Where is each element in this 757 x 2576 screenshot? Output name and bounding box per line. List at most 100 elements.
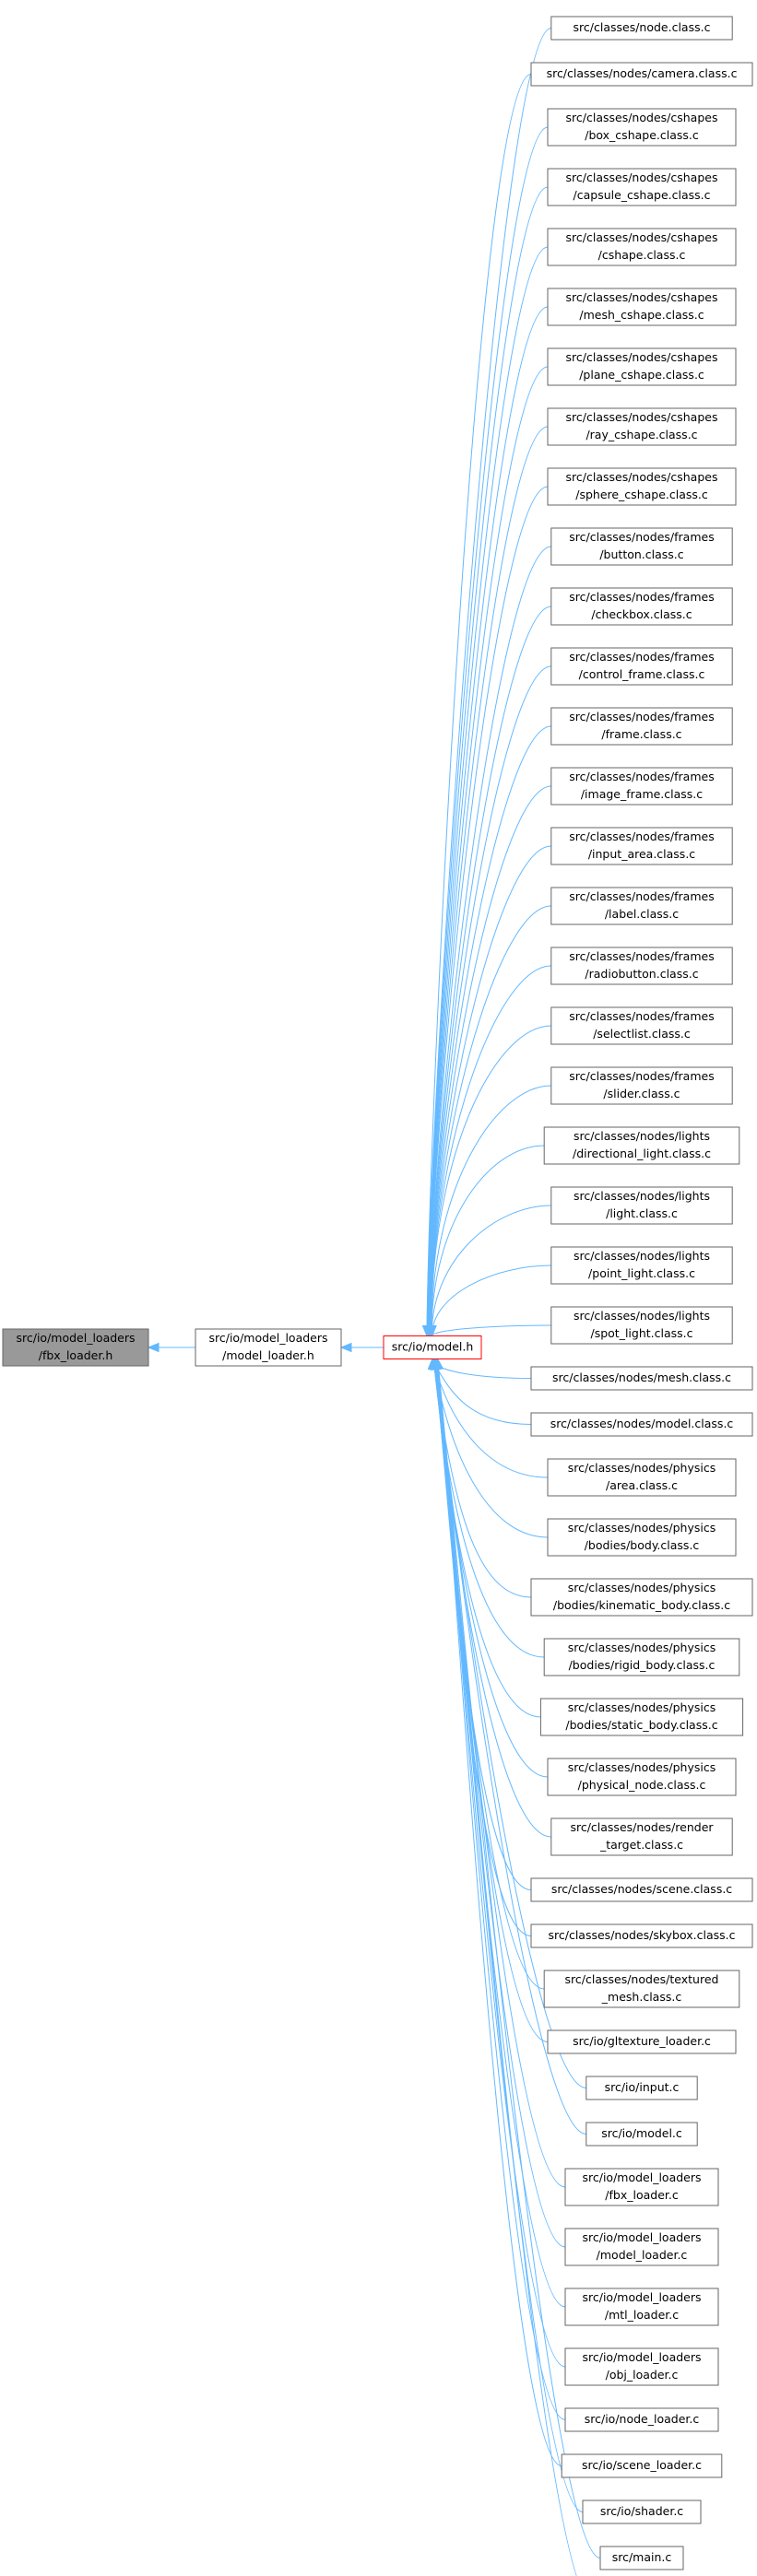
dependent-src-classes-nodes-textured-mesh-class-c-label: src/classes/nodes/textured: [565, 1972, 719, 1986]
dependent-src-classes-nodes-mesh-class-c[interactable]: src/classes/nodes/mesh.class.c: [530, 1366, 753, 1391]
dependent-src-io-node-loader-c[interactable]: src/io/node_loader.c: [564, 2407, 719, 2432]
dependent-src-classes-nodes-frames-slider-class-c[interactable]: src/classes/nodes/frames/slider.class.c: [550, 1066, 733, 1105]
dependent-src-io-shader-c[interactable]: src/io/shader.c: [582, 2500, 702, 2524]
dependent-src-io-input-c[interactable]: src/io/input.c: [585, 2076, 698, 2100]
dependent-src-classes-nodes-cshapes-box-cshape-class-c-box: [547, 108, 737, 147]
dependent-src-classes-nodes-lights-spot-light-class-c[interactable]: src/classes/nodes/lights/spot_light.clas…: [550, 1306, 733, 1345]
dependent-src-main-c-label: src/main.c: [612, 2550, 672, 2564]
dependent-src-io-model-loaders-obj-loader-c[interactable]: src/io/model_loaders/obj_loader.c: [564, 2347, 719, 2386]
dependent-src-classes-nodes-physics-area-class-c-label: /area.class.c: [606, 1478, 678, 1492]
dependent-src-classes-nodes-frames-radiobutton-class-c-label: /radiobutton.class.c: [585, 967, 698, 981]
node-model-loader-h-box: [195, 1328, 342, 1367]
dependent-src-classes-nodes-physics-area-class-c-box: [547, 1458, 737, 1497]
dependent-src-classes-nodes-cshapes-plane-cshape-class-c-label: /plane_cshape.class.c: [579, 368, 704, 382]
dependent-src-io-model-loaders-model-loader-c-box: [564, 2228, 719, 2266]
dependent-src-classes-nodes-cshapes-cshape-class-c[interactable]: src/classes/nodes/cshapes/cshape.class.c: [547, 228, 737, 266]
dependent-src-classes-nodes-physics-bodies-static-body-class-c[interactable]: src/classes/nodes/physics/bodies/static_…: [539, 1698, 744, 1736]
dependent-src-io-model-loaders-mtl-loader-c[interactable]: src/io/model_loaders/mtl_loader.c: [564, 2288, 719, 2326]
dependent-src-io-gltexture-loader-c-box: [547, 2029, 737, 2054]
dependent-src-classes-nodes-cshapes-sphere-cshape-class-c[interactable]: src/classes/nodes/cshapes/sphere_cshape.…: [547, 467, 737, 506]
dependent-src-classes-nodes-skybox-class-c[interactable]: src/classes/nodes/skybox.class.c: [530, 1923, 753, 1948]
dependent-src-classes-nodes-frames-label-class-c-label: src/classes/nodes/frames: [569, 889, 714, 903]
dependent-src-io-gltexture-loader-c[interactable]: src/io/gltexture_loader.c: [547, 2029, 737, 2054]
dependent-src-classes-nodes-frames-button-class-c[interactable]: src/classes/nodes/frames/button.class.c: [550, 527, 733, 566]
dependent-src-io-node-loader-c-box: [564, 2407, 719, 2432]
node-model-h[interactable]: src/io/model.h: [383, 1335, 482, 1359]
dependent-src-classes-nodes-lights-directional-light-class-c-box: [543, 1126, 740, 1165]
dependent-src-classes-node-class-c[interactable]: src/classes/node.class.c: [550, 16, 733, 41]
dependent-src-classes-nodes-frames-selectlist-class-c-label: /selectlist.class.c: [593, 1027, 691, 1041]
dependent-src-classes-nodes-frames-slider-class-c-box: [550, 1066, 733, 1105]
dependent-src-classes-nodes-cshapes-capsule-cshape-class-c[interactable]: src/classes/nodes/cshapes/capsule_cshape…: [547, 168, 737, 206]
dependent-src-classes-nodes-scene-class-c-box: [530, 1877, 753, 1902]
dependent-src-classes-nodes-cshapes-box-cshape-class-c[interactable]: src/classes/nodes/cshapes/box_cshape.cla…: [547, 108, 737, 147]
dependent-src-classes-nodes-physics-bodies-static-body-class-c-label: src/classes/nodes/physics: [568, 1700, 716, 1714]
dependent-src-classes-nodes-render-target-class-c[interactable]: src/classes/nodes/render_target.class.c: [550, 1817, 733, 1856]
dependent-src-classes-nodes-frames-label-class-c-label: /label.class.c: [605, 907, 679, 921]
node-model-loader-h-label: src/io/model_loaders: [208, 1331, 327, 1345]
dependent-src-io-model-c[interactable]: src/io/model.c: [585, 2122, 698, 2147]
dependent-src-classes-nodes-textured-mesh-class-c[interactable]: src/classes/nodes/textured_mesh.class.c: [543, 1970, 740, 2008]
dependent-src-classes-nodes-frames-input-area-class-c-label: /input_area.class.c: [588, 847, 695, 861]
dependent-src-classes-nodes-cshapes-sphere-cshape-class-c-label: /sphere_cshape.class.c: [575, 488, 708, 501]
edge-arrowhead: [433, 1358, 444, 1370]
dependent-src-classes-nodes-model-class-c[interactable]: src/classes/nodes/model.class.c: [530, 1412, 753, 1437]
edge-to-model-h: [431, 1145, 545, 1336]
dependent-src-classes-nodes-frames-image-frame-class-c[interactable]: src/classes/nodes/frames/image_frame.cla…: [550, 767, 733, 806]
dependent-src-classes-nodes-skybox-class-c-label: src/classes/nodes/skybox.class.c: [549, 1928, 736, 1942]
dependent-src-classes-nodes-cshapes-capsule-cshape-class-c-box: [547, 168, 737, 206]
dependent-src-classes-nodes-lights-directional-light-class-c[interactable]: src/classes/nodes/lights/directional_lig…: [543, 1126, 740, 1165]
dependent-src-classes-nodes-scene-class-c[interactable]: src/classes/nodes/scene.class.c: [530, 1877, 753, 1902]
dependent-src-classes-nodes-frames-frame-class-c[interactable]: src/classes/nodes/frames/frame.class.c: [550, 707, 733, 746]
dependent-src-classes-nodes-cshapes-mesh-cshape-class-c-label: src/classes/nodes/cshapes: [566, 290, 718, 304]
edge-to-model-h: [427, 306, 549, 1336]
dependent-src-main-c[interactable]: src/main.c: [599, 2546, 684, 2570]
dependent-src-classes-nodes-frames-selectlist-class-c[interactable]: src/classes/nodes/frames/selectlist.clas…: [550, 1006, 733, 1045]
edge-to-model-h: [428, 486, 549, 1336]
node-fbx-loader-h[interactable]: src/io/model_loaders/fbx_loader.h: [2, 1328, 149, 1367]
dependent-src-classes-nodes-frames-slider-class-c-label: src/classes/nodes/frames: [569, 1069, 714, 1083]
edge-to-model-h: [432, 1324, 551, 1336]
dependent-src-classes-nodes-lights-light-class-c[interactable]: src/classes/nodes/lights/light.class.c: [550, 1186, 733, 1225]
dependent-src-classes-nodes-cshapes-plane-cshape-class-c[interactable]: src/classes/nodes/cshapes/plane_cshape.c…: [547, 347, 737, 386]
edge-to-model-h: [431, 1264, 551, 1336]
dependent-src-classes-node-class-c-label: src/classes/node.class.c: [574, 20, 711, 34]
dependent-src-classes-nodes-cshapes-sphere-cshape-class-c-label: src/classes/nodes/cshapes: [566, 470, 718, 484]
dependent-src-classes-nodes-physics-bodies-body-class-c[interactable]: src/classes/nodes/physics/bodies/body.cl…: [547, 1518, 737, 1557]
dependent-src-classes-nodes-cshapes-mesh-cshape-class-c[interactable]: src/classes/nodes/cshapes/mesh_cshape.cl…: [547, 288, 737, 326]
node-model-h-box: [383, 1335, 482, 1359]
edge-to-model-h: [435, 1359, 566, 2308]
dependent-src-classes-nodes-camera-class-c[interactable]: src/classes/nodes/camera.class.c: [530, 62, 753, 87]
dependent-src-io-model-loaders-fbx-loader-c[interactable]: src/io/model_loaders/fbx_loader.c: [564, 2168, 719, 2206]
dependent-src-classes-nodes-physics-area-class-c[interactable]: src/classes/nodes/physics/area.class.c: [547, 1458, 737, 1497]
dependent-src-classes-nodes-frames-radiobutton-class-c[interactable]: src/classes/nodes/frames/radiobutton.cla…: [550, 947, 733, 985]
dependent-src-classes-nodes-physics-area-class-c-label: src/classes/nodes/physics: [568, 1461, 716, 1475]
dependent-src-classes-nodes-skybox-class-c-box: [530, 1923, 753, 1948]
dependent-src-classes-nodes-physics-bodies-kinematic-body-class-c[interactable]: src/classes/nodes/physics/bodies/kinemat…: [530, 1578, 753, 1617]
dependent-src-classes-nodes-frames-frame-class-c-label: /frame.class.c: [601, 727, 681, 741]
edge-to-model-h: [431, 1085, 551, 1336]
dependent-src-classes-nodes-frames-label-class-c[interactable]: src/classes/nodes/frames/label.class.c: [550, 887, 733, 925]
edge-to-model-h: [432, 1359, 549, 1478]
edge-to-model-h: [432, 1359, 532, 1425]
dependent-src-classes-nodes-frames-input-area-class-c[interactable]: src/classes/nodes/frames/input_area.clas…: [550, 827, 733, 865]
node-model-h-label: src/io/model.h: [392, 1340, 474, 1354]
dependent-src-classes-nodes-frames-checkbox-class-c[interactable]: src/classes/nodes/frames/checkbox.class.…: [550, 587, 733, 626]
dependent-src-classes-nodes-frames-control-frame-class-c[interactable]: src/classes/nodes/frames/control_frame.c…: [550, 647, 733, 686]
dependent-src-classes-nodes-cshapes-ray-cshape-class-c[interactable]: src/classes/nodes/cshapes/ray_cshape.cla…: [547, 407, 737, 446]
dependent-src-classes-nodes-physics-physical-node-class-c[interactable]: src/classes/nodes/physics/physical_node.…: [547, 1758, 737, 1796]
dependent-src-io-scene-loader-c-box: [561, 2453, 723, 2478]
dependent-src-io-model-loaders-model-loader-c[interactable]: src/io/model_loaders/model_loader.c: [564, 2228, 719, 2266]
node-model-loader-h[interactable]: src/io/model_loaders/model_loader.h: [195, 1328, 342, 1367]
dependent-src-classes-nodes-frames-selectlist-class-c-label: src/classes/nodes/frames: [569, 1009, 714, 1023]
dependent-src-classes-nodes-frames-slider-class-c-label: /slider.class.c: [603, 1087, 680, 1100]
dependent-src-classes-nodes-cshapes-mesh-cshape-class-c-box: [547, 288, 737, 326]
dependent-src-classes-nodes-physics-bodies-rigid-body-class-c[interactable]: src/classes/nodes/physics/bodies/rigid_b…: [543, 1638, 740, 1676]
dependent-src-io-scene-loader-c[interactable]: src/io/scene_loader.c: [561, 2453, 723, 2478]
dependent-src-classes-nodes-lights-point-light-class-c[interactable]: src/classes/nodes/lights/point_light.cla…: [550, 1246, 733, 1285]
dependent-src-classes-nodes-lights-spot-light-class-c-label: /spot_light.class.c: [590, 1326, 692, 1340]
dependent-src-classes-nodes-cshapes-capsule-cshape-class-c-label: src/classes/nodes/cshapes: [566, 171, 718, 184]
dependent-src-classes-nodes-frames-control-frame-class-c-label: src/classes/nodes/frames: [569, 650, 714, 664]
dependent-src-classes-nodes-render-target-class-c-box: [550, 1817, 733, 1856]
